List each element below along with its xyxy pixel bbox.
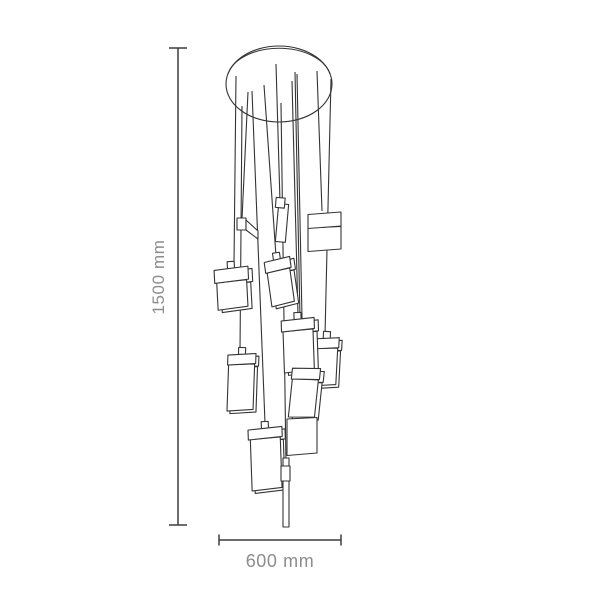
shade-center-upper-rim: [263, 255, 292, 274]
shade-left-lower-knob: [237, 346, 247, 356]
cable: [316, 70, 323, 212]
shade-left-lower: [226, 346, 260, 415]
slat-bottom-fitting: [280, 465, 291, 482]
dimension-lines: [169, 47, 342, 546]
width-dimension-label: 600 mm: [245, 551, 315, 571]
slat-upper-center-blade: [274, 203, 290, 243]
shade-center-lower-body: [287, 378, 319, 418]
shade-bottom-left: [247, 420, 286, 494]
shade-left-body: [216, 279, 249, 311]
shade-center-mid-rim: [280, 316, 315, 333]
shade-center-lower-rim: [290, 367, 322, 381]
shade-left-lower-rim: [227, 352, 257, 366]
shade-center-lower: [287, 367, 325, 421]
shade-bottom-right: [286, 416, 318, 457]
shade-upper-right: [307, 211, 342, 253]
shade-center-upper: [263, 251, 300, 310]
cable: [275, 63, 281, 203]
slat-bottom-blade: [282, 457, 290, 528]
cable: [296, 73, 304, 367]
shade-center-mid-body: [282, 328, 315, 374]
canopy-top-edge: [227, 47, 331, 75]
flap-upper-left: [236, 217, 259, 240]
shade-upper-right-body: [307, 225, 342, 253]
cable: [263, 84, 277, 257]
shade-bottom-left-body: [249, 436, 283, 492]
slat-bottom: [280, 457, 291, 528]
canopy-ellipse: [225, 45, 333, 123]
shade-center-mid: [280, 311, 320, 376]
chandelier: [213, 45, 343, 528]
flap-upper-left-blade: [245, 219, 259, 240]
height-dimension-label: 1500 mm: [149, 239, 168, 315]
slat-upper-center: [274, 196, 290, 243]
cable: [324, 78, 332, 336]
shade-bottom-left-rim: [247, 425, 283, 441]
shade-left: [213, 260, 254, 314]
shade-upper-right-rim: [307, 211, 342, 230]
shade-bottom-right-body: [286, 416, 318, 457]
cable: [251, 90, 266, 424]
shade-left-lower-body: [226, 363, 256, 412]
shade-left-rim: [213, 265, 250, 284]
cable: [241, 91, 249, 220]
cable: [291, 80, 299, 316]
flap-upper-left-fitting: [236, 217, 247, 231]
slat-upper-center-fitting: [274, 196, 286, 209]
shade-center-upper-body: [266, 267, 295, 308]
cable: [233, 75, 237, 266]
